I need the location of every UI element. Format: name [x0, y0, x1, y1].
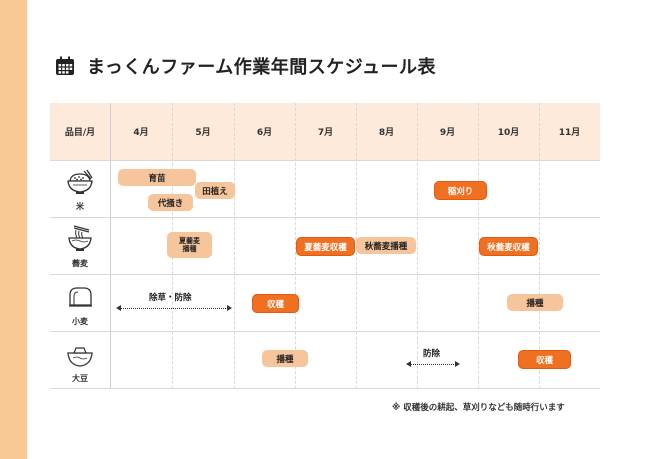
task-soy-harvest[interactable]: 収穫 [518, 350, 571, 369]
header-month-8: 8月 [378, 128, 395, 138]
task-soba-summer-harvest[interactable]: 夏蕎麦収穫 [296, 237, 355, 256]
rice-bowl-icon [67, 169, 93, 194]
task-rice-shirokaki[interactable]: 代掻き [148, 194, 193, 211]
row-divider [50, 217, 600, 218]
crop-label-soba: 蕎麦 [72, 259, 88, 268]
soba-bowl-icon [68, 225, 92, 251]
header-month-7: 7月 [317, 128, 334, 138]
grid-line [110, 103, 111, 389]
grid-line [539, 103, 540, 389]
table-header [50, 103, 600, 160]
header-month-9: 9月 [439, 128, 456, 138]
grid-line [295, 103, 296, 389]
left-accent-strip [0, 0, 27, 459]
task-soba-summer-sowing[interactable]: 夏蕎麦 播種 [167, 232, 212, 258]
footnote: ※ 収穫後の耕起、草刈りなども随時行います [392, 403, 565, 413]
crop-label-wheat: 小麦 [72, 317, 88, 326]
task-soy-pest-range [406, 355, 460, 369]
grid-line [478, 103, 479, 389]
task-soba-summer-sowing-line1: 夏蕎麦 [179, 237, 200, 245]
calendar-icon [56, 56, 74, 75]
task-rice-seedling[interactable]: 育苗 [118, 169, 196, 186]
task-soba-autumn-harvest[interactable]: 秋蕎麦収穫 [479, 237, 538, 256]
header-month-10: 10月 [497, 128, 520, 138]
task-rice-taue[interactable]: 田植え [195, 182, 235, 199]
task-wheat-harvest[interactable]: 収穫 [252, 294, 299, 313]
row-divider [50, 274, 600, 275]
tofu-icon [67, 347, 93, 367]
title-row: まっくんファーム作業年間スケジュール表 [55, 52, 436, 80]
crop-label-soy: 大豆 [72, 374, 88, 383]
bread-icon [69, 287, 92, 307]
header-corner: 品目/月 [64, 128, 96, 138]
page-title: まっくんファーム作業年間スケジュール表 [87, 57, 436, 78]
row-divider [50, 388, 600, 389]
header-month-11: 11月 [558, 128, 581, 138]
header-month-5: 5月 [195, 128, 211, 138]
row-divider [50, 160, 600, 161]
task-rice-inekari[interactable]: 稲刈り [434, 181, 487, 200]
task-soba-autumn-sowing[interactable]: 秋蕎麦播種 [356, 237, 416, 254]
task-wheat-sowing[interactable]: 播種 [507, 294, 563, 311]
grid-line [417, 103, 418, 389]
task-soy-pest-label: 防除 [423, 349, 441, 359]
task-soy-sowing[interactable]: 播種 [262, 350, 308, 367]
header-month-6: 6月 [256, 128, 273, 138]
task-soba-summer-sowing-line2: 播種 [182, 245, 197, 253]
task-wheat-weeding-range [116, 299, 232, 313]
crop-label-rice: 米 [76, 202, 84, 211]
row-divider [50, 331, 600, 332]
schedule-table: 品目/月 4月 5月 6月 7月 8月 9月 10月 11月 米 蕎麦 [50, 103, 600, 389]
task-wheat-weeding-label: 除草・防除 [149, 293, 192, 303]
header-month-4: 4月 [133, 128, 149, 138]
grid-line [234, 103, 235, 389]
